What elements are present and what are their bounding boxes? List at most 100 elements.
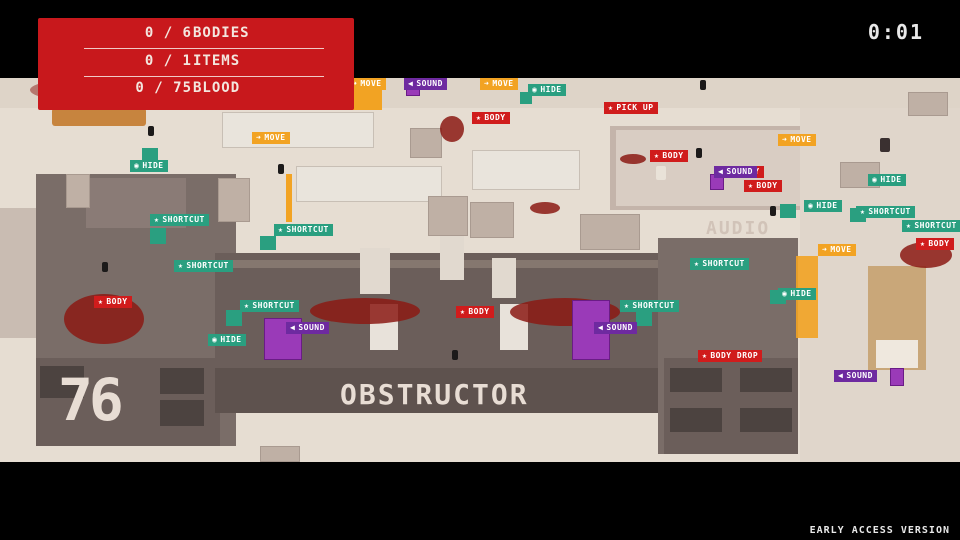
star-icon: ★: [906, 221, 912, 230]
eye-icon: ◉: [134, 161, 140, 170]
hide-tag[interactable]: ◉HIDE: [208, 334, 246, 346]
shortcut-tag[interactable]: ★SHORTCUT: [274, 224, 333, 236]
shortcut-tag[interactable]: ★SHORTCUT: [902, 220, 960, 232]
hide-tag[interactable]: ◉HIDE: [868, 174, 906, 186]
star-icon: ★: [608, 103, 614, 112]
sound-tag[interactable]: ◀SOUND: [404, 78, 447, 90]
pillar: [440, 234, 464, 280]
hide-spot[interactable]: [636, 310, 652, 326]
objectives-panel: 0 / 6 BODIES 0 / 1 ITEMS 0 / 75 BLOOD: [38, 18, 354, 110]
body-tag[interactable]: ★BODY: [744, 180, 782, 192]
move-tag[interactable]: ➜MOVE: [818, 244, 856, 256]
trailer: [296, 166, 442, 202]
arrow-icon: ➜: [484, 79, 490, 88]
star-icon: ★: [98, 297, 104, 306]
arrow-icon: ➜: [782, 135, 788, 144]
hide-spot[interactable]: [780, 204, 796, 218]
objective-label: ITEMS: [193, 53, 241, 69]
speaker[interactable]: [890, 368, 904, 386]
hide-spot[interactable]: [226, 310, 242, 326]
sound-tag[interactable]: ◀SOUND: [714, 166, 757, 178]
hide-spot[interactable]: [142, 148, 158, 160]
shortcut-tag[interactable]: ★SHORTCUT: [150, 214, 209, 226]
crate: [66, 174, 90, 208]
body-drop-tag[interactable]: ★BODY DROP: [698, 350, 763, 362]
move-tag[interactable]: ➜MOVE: [480, 78, 518, 90]
hide-tag[interactable]: ◉HIDE: [130, 160, 168, 172]
crate: [580, 214, 640, 250]
npc-character[interactable]: [656, 166, 666, 180]
speaker-icon: ◀: [290, 323, 296, 332]
level-map[interactable]: OBSTRUCTOR 76 AUDIO ★BODY ★BODY ★BODY ★B…: [0, 78, 960, 462]
arrow-icon: ➜: [352, 79, 358, 88]
eye-icon: ◉: [532, 85, 538, 94]
divider: [84, 48, 324, 49]
objective-row-bodies: 0 / 6 BODIES: [38, 25, 354, 51]
blood-splatter: [530, 202, 560, 214]
npc-character[interactable]: [700, 80, 706, 90]
eye-icon: ◉: [782, 289, 788, 298]
building-number: 76: [58, 366, 124, 434]
vent: [670, 408, 722, 432]
body-tag[interactable]: ★BODY: [472, 112, 510, 124]
hide-spot[interactable]: [150, 228, 166, 244]
move-tag[interactable]: ➜MOVE: [348, 78, 386, 90]
movable-object[interactable]: [286, 174, 292, 222]
body-tag[interactable]: ★BODY: [916, 238, 954, 250]
npc-character[interactable]: [102, 262, 108, 272]
move-tag[interactable]: ➜MOVE: [778, 134, 816, 146]
objective-row-items: 0 / 1 ITEMS: [38, 53, 354, 79]
speaker-icon: ◀: [718, 167, 724, 176]
sound-tag[interactable]: ◀SOUND: [594, 322, 637, 334]
star-icon: ★: [178, 261, 184, 270]
npc-character[interactable]: [278, 164, 284, 174]
sound-tag[interactable]: ◀SOUND: [834, 370, 877, 382]
shortcut-tag[interactable]: ★SHORTCUT: [174, 260, 233, 272]
star-icon: ★: [748, 181, 754, 190]
crate: [428, 196, 468, 236]
player-killer[interactable]: [452, 350, 458, 360]
body-tag[interactable]: ★BODY: [456, 306, 494, 318]
hide-spot[interactable]: [260, 236, 276, 250]
speaker-icon: ◀: [838, 371, 844, 380]
crate: [260, 446, 300, 462]
star-icon: ★: [624, 301, 630, 310]
truck-cab: [876, 340, 918, 368]
eye-icon: ◉: [212, 335, 218, 344]
star-icon: ★: [154, 215, 160, 224]
car: [52, 108, 146, 126]
crate: [908, 92, 948, 116]
pick-up-tag[interactable]: ★PICK UP: [604, 102, 658, 114]
body-tag[interactable]: ★BODY: [650, 150, 688, 162]
hide-tag[interactable]: ◉HIDE: [804, 200, 842, 212]
body-tag[interactable]: ★BODY: [94, 296, 132, 308]
eye-icon: ◉: [872, 175, 878, 184]
marquee-wall: [215, 368, 665, 413]
shortcut-tag[interactable]: ★SHORTCUT: [856, 206, 915, 218]
objective-count: 0 / 75: [135, 80, 192, 96]
crate: [410, 128, 442, 158]
blood-splatter: [440, 116, 464, 142]
build-label: EARLY ACCESS VERSION: [809, 525, 950, 536]
marquee-title: OBSTRUCTOR: [340, 378, 529, 411]
star-icon: ★: [702, 351, 708, 360]
shortcut-tag[interactable]: ★SHORTCUT: [690, 258, 749, 270]
speaker-stack[interactable]: [264, 318, 302, 360]
npc-character[interactable]: [696, 148, 702, 158]
npc-character[interactable]: [880, 138, 890, 152]
move-tag[interactable]: ➜MOVE: [252, 132, 290, 144]
npc-character[interactable]: [148, 126, 154, 136]
shortcut-tag[interactable]: ★SHORTCUT: [240, 300, 299, 312]
trailer: [222, 112, 374, 148]
npc-character[interactable]: [770, 206, 776, 216]
hide-tag[interactable]: ◉HIDE: [528, 84, 566, 96]
crate: [470, 202, 514, 238]
arrow-icon: ➜: [822, 245, 828, 254]
shortcut-tag[interactable]: ★SHORTCUT: [620, 300, 679, 312]
objective-count: 0 / 1: [144, 53, 192, 69]
hide-tag[interactable]: ◉HIDE: [778, 288, 816, 300]
sound-tag[interactable]: ◀SOUND: [286, 322, 329, 334]
blood-splatter: [620, 154, 646, 164]
star-icon: ★: [278, 225, 284, 234]
vent: [740, 368, 792, 392]
